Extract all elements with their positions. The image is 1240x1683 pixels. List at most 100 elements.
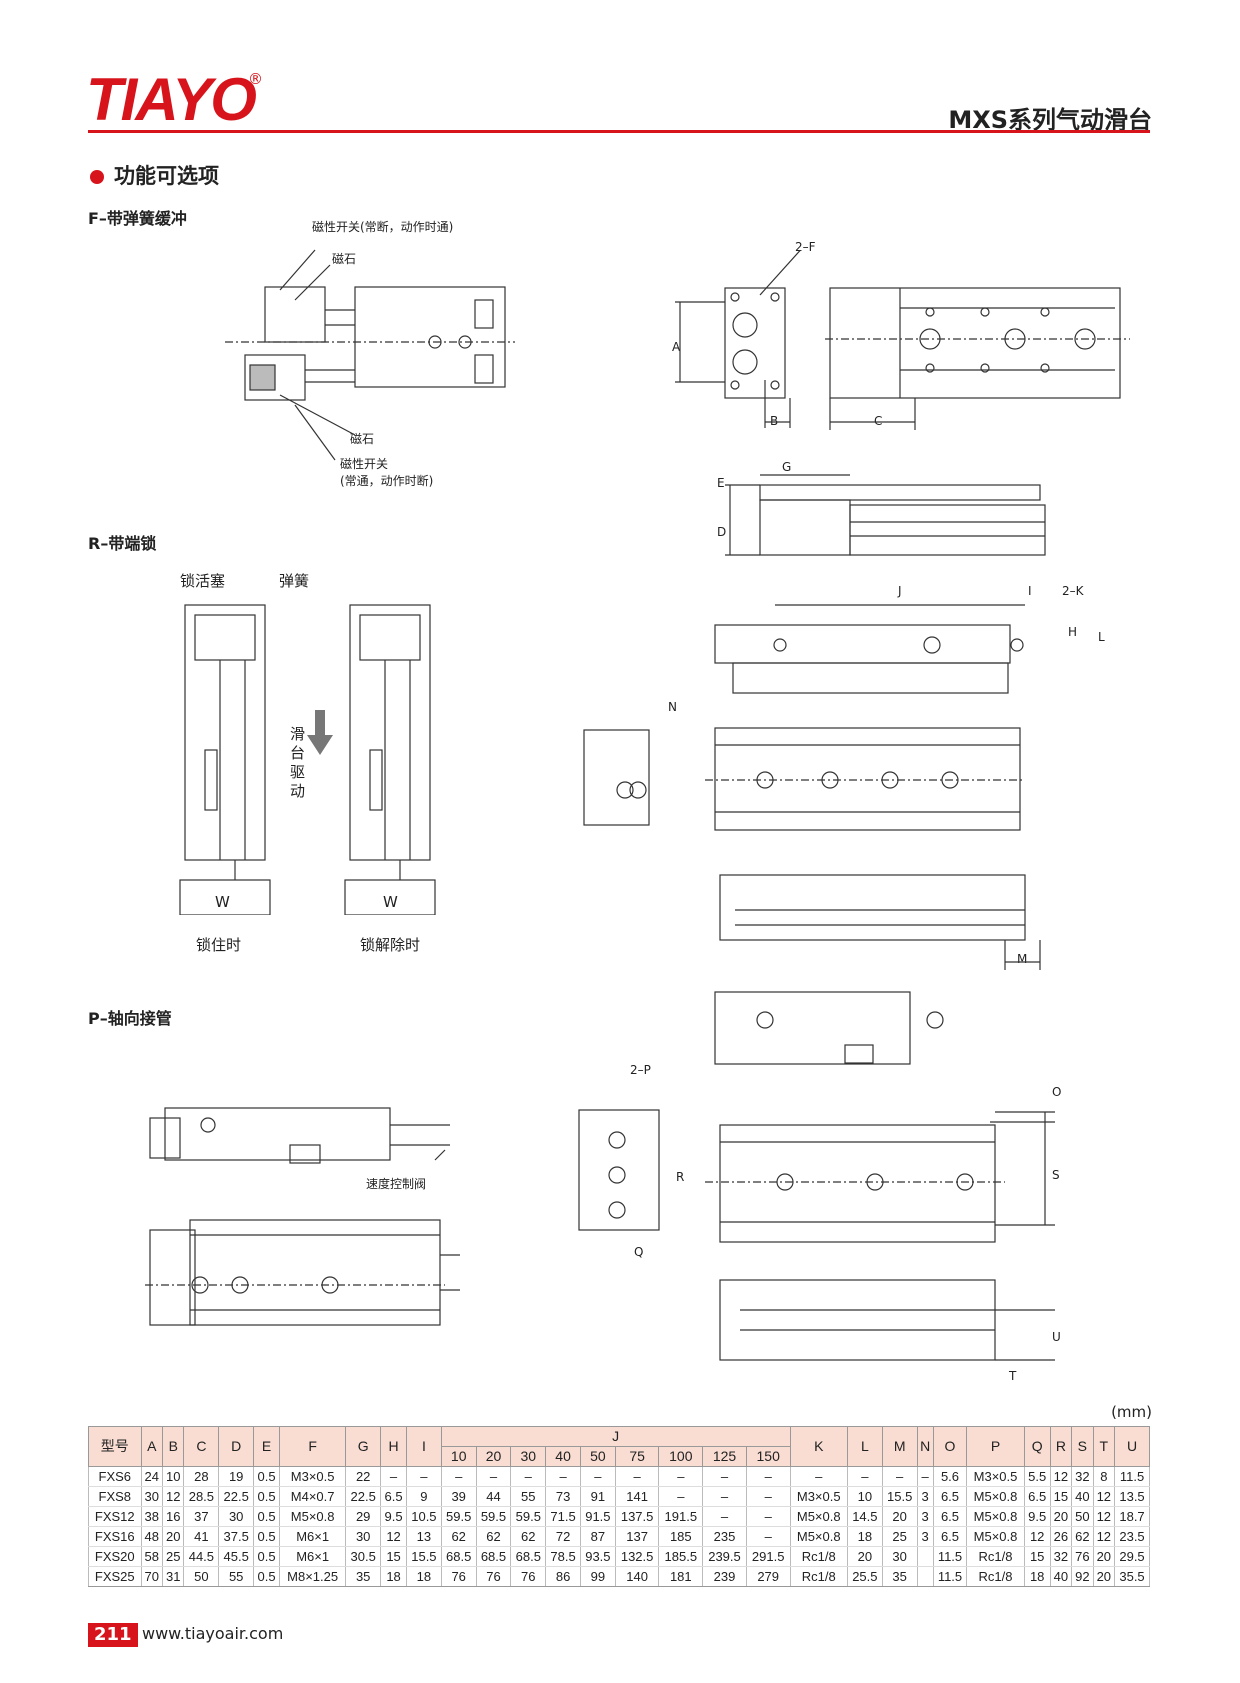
table-cell: 132.5 <box>614 1546 660 1567</box>
table-cell: 0.5 <box>253 1506 280 1527</box>
table-cell: 6.5 <box>932 1486 968 1507</box>
table-cell: 30 <box>345 1526 382 1547</box>
table-cell <box>916 1566 934 1587</box>
col-header-k: K <box>789 1426 848 1467</box>
table-cell: 70 <box>140 1566 164 1587</box>
table-cell: 93.5 <box>579 1546 616 1567</box>
table-cell: 9 <box>406 1486 442 1507</box>
r-option-drawing <box>179 604 436 915</box>
table-cell: 20 <box>162 1526 185 1547</box>
table-cell: 12 <box>1023 1526 1051 1547</box>
col-header-b: B <box>162 1426 185 1467</box>
col-header-p: P <box>966 1426 1025 1467</box>
table-cell: 32 <box>1071 1466 1094 1487</box>
table-cell: 18 <box>1023 1566 1051 1587</box>
w-label-locked: W <box>215 893 230 911</box>
col-header-u: U <box>1114 1426 1150 1467</box>
col-header-o: O <box>932 1426 968 1467</box>
table-cell: 73 <box>545 1486 581 1507</box>
table-header-row: 型号 A B C D E F G H I J K L M N O P Q R S… <box>88 1426 1150 1467</box>
p-dims-drawing <box>578 991 1055 1361</box>
j-stroke-header: 40 <box>545 1446 581 1467</box>
table-cell: 71.5 <box>545 1506 581 1527</box>
table-cell: 181 <box>658 1566 704 1587</box>
dim-2p-label: 2–P <box>630 1063 651 1077</box>
dim-q-label: Q <box>634 1245 644 1259</box>
table-cell: – <box>702 1466 747 1487</box>
table-cell: 8 <box>1092 1466 1116 1487</box>
table-cell: 40 <box>1049 1566 1073 1587</box>
table-cell: 235 <box>702 1526 747 1547</box>
table-cell: 191.5 <box>658 1506 704 1527</box>
table-cell: 50 <box>1071 1506 1094 1527</box>
col-header-n: N <box>916 1426 934 1467</box>
website-link[interactable]: www.tiayoair.com <box>142 1624 284 1643</box>
table-cell: 15 <box>1049 1486 1073 1507</box>
end-top-view-drawing <box>675 250 1130 430</box>
table-cell: 0.5 <box>253 1546 280 1567</box>
table-cell: 13 <box>406 1526 442 1547</box>
dim-m-label: M <box>1017 952 1028 966</box>
table-cell: 6.5 <box>380 1486 407 1507</box>
table-cell: 16 <box>162 1506 185 1527</box>
table-cell: 20 <box>1092 1546 1116 1567</box>
table-cell: 28.5 <box>183 1486 220 1507</box>
j-stroke-header: 20 <box>475 1446 512 1467</box>
table-cell: 13.5 <box>1114 1486 1150 1507</box>
dim-r-label: R <box>676 1170 685 1184</box>
table-cell: – <box>406 1466 442 1487</box>
table-cell: 12 <box>1092 1506 1116 1527</box>
table-cell: 76 <box>475 1566 512 1587</box>
page-number: 211 <box>88 1623 138 1647</box>
unit-label: (mm) <box>1111 1403 1152 1421</box>
dim-j-label: J <box>898 584 902 598</box>
table-cell: 185 <box>658 1526 704 1547</box>
locked-caption: 锁住时 <box>196 936 242 954</box>
table-cell: 37 <box>183 1506 220 1527</box>
table-cell: 14.5 <box>846 1506 883 1527</box>
table-cell: 55 <box>218 1566 255 1587</box>
table-cell: 6.5 <box>932 1526 968 1547</box>
col-header-s: S <box>1071 1426 1094 1467</box>
table-cell: 22 <box>345 1466 382 1487</box>
table-subheader-row: 10 20 30 40 50 75 100 125 150 <box>89 1446 1150 1467</box>
table-cell: 185.5 <box>658 1546 704 1567</box>
table-cell: 76 <box>510 1566 547 1587</box>
table-cell: 10 <box>162 1466 185 1487</box>
table-cell: 5.6 <box>932 1466 968 1487</box>
table-cell: 86 <box>545 1566 581 1587</box>
dim-g-label: G <box>782 460 792 474</box>
table-cell: 23.5 <box>1114 1526 1150 1547</box>
table-cell: 68.5 <box>510 1546 547 1567</box>
table-cell: 15.5 <box>881 1486 918 1507</box>
dim-h-label: H <box>1068 625 1078 639</box>
table-cell: – <box>745 1466 791 1487</box>
col-header-f: F <box>278 1426 347 1467</box>
table-cell: 50 <box>183 1566 220 1587</box>
table-cell: 5.5 <box>1023 1466 1051 1487</box>
table-cell: – <box>846 1466 883 1487</box>
table-cell: – <box>745 1486 791 1507</box>
col-header-t: T <box>1092 1426 1116 1467</box>
table-cell: M3×0.5 <box>789 1486 848 1507</box>
table-cell: 40 <box>1071 1486 1094 1507</box>
table-cell: 91.5 <box>579 1506 616 1527</box>
table-cell: 32 <box>1049 1546 1073 1567</box>
col-header-q: Q <box>1023 1426 1051 1467</box>
table-cell: 62 <box>475 1526 512 1547</box>
j-stroke-header: 125 <box>702 1446 747 1467</box>
table-cell: 76 <box>440 1566 477 1587</box>
table-cell: Rc1/8 <box>789 1566 848 1587</box>
table-cell: 78.5 <box>545 1546 581 1567</box>
model-cell: FXS16 <box>88 1526 142 1547</box>
table-cell: – <box>614 1466 660 1487</box>
col-header-m: M <box>881 1426 918 1467</box>
table-cell: 92 <box>1071 1566 1094 1587</box>
table-cell: 6.5 <box>932 1506 968 1527</box>
table-cell: 12 <box>1092 1486 1116 1507</box>
table-cell: 3 <box>916 1506 934 1527</box>
table-cell: M5×0.8 <box>278 1506 347 1527</box>
model-cell: FXS20 <box>88 1546 142 1567</box>
table-cell: – <box>789 1466 848 1487</box>
